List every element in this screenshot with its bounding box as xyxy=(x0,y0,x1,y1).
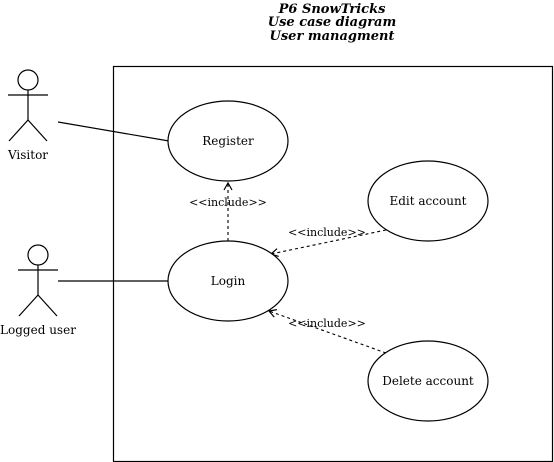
include-label-delete: <<include>> xyxy=(288,317,366,330)
actor-visitor: Visitor xyxy=(7,69,48,162)
actor-visitor-right-leg xyxy=(27,119,48,142)
association-visitor-register xyxy=(57,121,170,142)
title-line-2: Use case diagram xyxy=(268,15,396,30)
use-case-delete-account-label: Delete account xyxy=(382,374,474,388)
use-case-delete-account: Delete account xyxy=(367,340,489,422)
include-delete-login xyxy=(267,309,387,354)
use-case-edit-account-label: Edit account xyxy=(389,194,466,208)
title-line-1: P6 SnowTricks xyxy=(278,2,386,17)
actor-logged-user-left-leg xyxy=(18,294,39,317)
diagram-title: P6 SnowTricks Use case diagram User mana… xyxy=(268,2,396,44)
use-case-login-label: Login xyxy=(211,274,246,288)
actor-visitor-label: Visitor xyxy=(7,148,48,162)
actor-visitor-left-leg xyxy=(8,119,29,142)
actor-logged-user-label: Logged user xyxy=(0,323,76,337)
actor-logged-user-right-leg xyxy=(37,294,58,317)
include-label-register: <<include>> xyxy=(189,196,267,209)
title-line-3: User managment xyxy=(270,29,395,44)
use-case-login: Login xyxy=(167,240,289,322)
actor-logged-user: Logged user xyxy=(0,244,76,337)
use-case-edit-account: Edit account xyxy=(367,160,489,242)
include-label-edit: <<include>> xyxy=(288,226,366,239)
use-case-register-label: Register xyxy=(202,134,254,148)
include-edit-login xyxy=(269,229,387,258)
use-case-register: Register xyxy=(167,100,289,182)
actor-logged-user-head xyxy=(27,244,49,266)
actor-visitor-head xyxy=(17,69,39,91)
